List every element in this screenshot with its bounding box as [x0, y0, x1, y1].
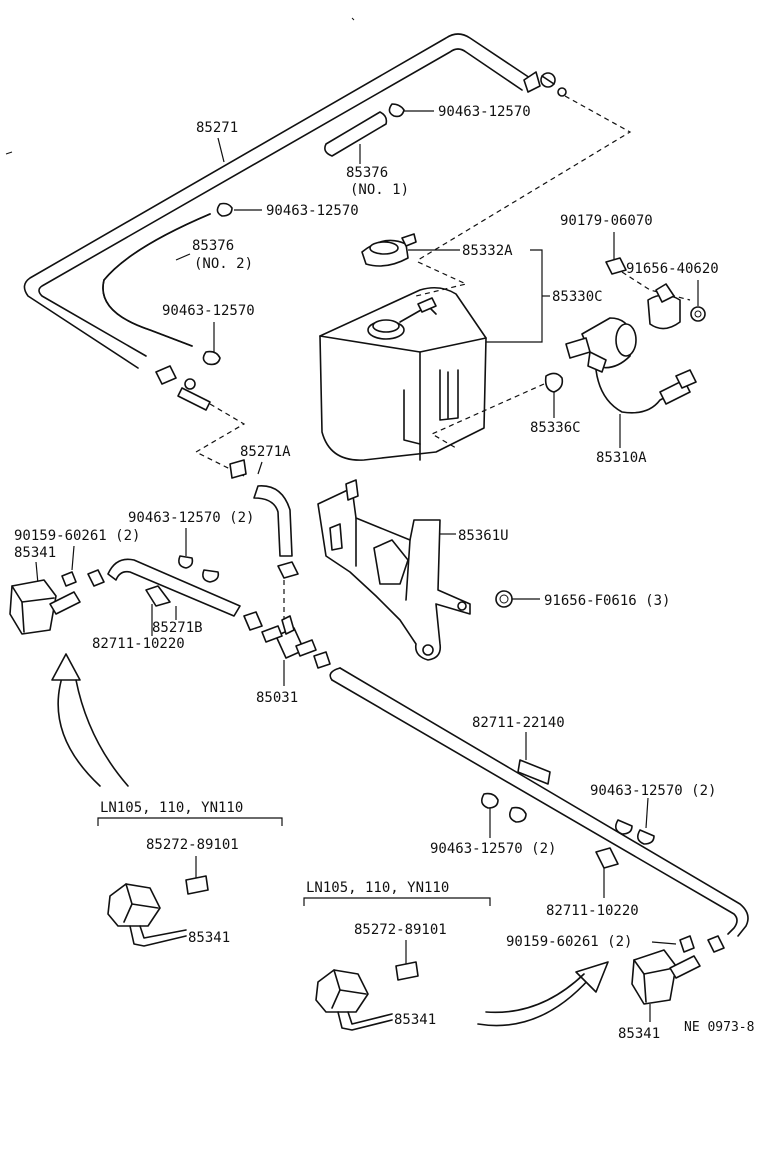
label-85310A: 85310A — [596, 450, 647, 466]
hose-85271B — [107, 558, 241, 617]
label-85271B: 85271B — [152, 620, 203, 636]
stray-mark-b — [351, 17, 355, 21]
clip-85272-b — [395, 961, 419, 981]
label-85271A: 85271A — [240, 444, 291, 460]
hose-lower-long — [329, 667, 749, 937]
hose-85376-no2 — [102, 213, 211, 347]
label-90463-12570-c: 90463-12570 — [162, 303, 255, 319]
label-85272-89101-a: 85272-89101 — [146, 837, 239, 853]
clamp-right-nozzle — [707, 935, 725, 953]
label-85341-b: 85341 — [188, 930, 230, 946]
label-82711-10220-b: 82711-10220 — [546, 903, 639, 919]
hose-85376-no1 — [324, 111, 388, 164]
nozzle-85341-variant-a — [107, 883, 187, 947]
nozzle-85341-left — [9, 579, 81, 635]
arrow-right-curve — [477, 977, 591, 1027]
label-85361U: 85361U — [458, 528, 509, 544]
plug-85031 — [277, 561, 299, 579]
clamp-85271A — [229, 459, 247, 479]
label-variant-b: LN105, 110, YN110 — [306, 880, 449, 896]
clamp-lower-b — [508, 806, 527, 823]
bolt-91656-F0616 — [495, 590, 513, 608]
label-85376-no2-sub: (NO. 2) — [194, 256, 253, 272]
figure-code: NE 0973-8 — [684, 1020, 754, 1035]
clamp-lower-a — [480, 792, 499, 809]
washer-tank-85330C — [319, 286, 487, 461]
hose-85271 — [23, 33, 541, 369]
label-91656-F0616: 91656-F0616 (3) — [544, 593, 670, 609]
clamp-mid-b — [202, 569, 220, 583]
clip-82711-a — [145, 585, 171, 607]
label-85376-no2: 85376 — [192, 238, 234, 254]
grommet-85336C — [544, 372, 564, 393]
label-90463-12570-2b: 90463-12570 (2) — [430, 841, 556, 857]
check-valve-left — [61, 571, 77, 587]
clip-82711-22140 — [517, 759, 551, 785]
label-82711-22140: 82711-22140 — [472, 715, 565, 731]
clamp-upper-right — [540, 72, 567, 97]
variant-a-bracket — [97, 817, 283, 826]
clip-82711-b — [595, 847, 619, 869]
label-90463-12570-2a: 90463-12570 (2) — [128, 510, 254, 526]
dash-left — [194, 403, 246, 477]
label-90159-60261-2a: 90159-60261 (2) — [14, 528, 140, 544]
label-85376-no1: 85376 — [346, 165, 388, 181]
label-variant-a: LN105, 110, YN110 — [100, 800, 243, 816]
nut-90179 — [605, 257, 627, 275]
bolt-91656-40620 — [690, 306, 706, 322]
joint-85031 — [261, 615, 317, 659]
label-85272-89101-b: 85272-89101 — [354, 922, 447, 938]
stray-mark-a — [5, 151, 13, 155]
clamp-joint-left — [243, 611, 263, 631]
label-90179-06070: 90179-06070 — [560, 213, 653, 229]
nozzle-85341-variant-b — [315, 969, 393, 1031]
clamp-joint-right — [313, 651, 331, 669]
label-85271: 85271 — [196, 120, 238, 136]
label-85341-c: 85341 — [394, 1012, 436, 1028]
dash-upper-right — [417, 95, 632, 261]
clamp-mid-a — [178, 555, 194, 569]
label-90159-60261-2b: 90159-60261 (2) — [506, 934, 632, 950]
arrow-left-curve — [57, 665, 101, 787]
label-85341-d: 85341 — [618, 1026, 660, 1042]
arrow-left-head — [51, 653, 81, 681]
variant-b-bracket — [303, 897, 491, 906]
label-90463-12570-a: 90463-12570 — [438, 104, 531, 120]
clamp-lower-c — [614, 819, 633, 835]
clamp-lower-d — [636, 829, 655, 845]
check-valve-right — [679, 935, 695, 953]
label-85336C: 85336C — [530, 420, 581, 436]
label-90463-12570-b: 90463-12570 — [266, 203, 359, 219]
bracket-85361U — [317, 479, 471, 661]
clamp-90463-upper — [388, 103, 434, 118]
cap-85332A — [361, 233, 417, 267]
clamp-left-nozzle — [87, 569, 105, 587]
connector-left-upper — [155, 365, 211, 411]
clip-85272-a — [185, 875, 209, 895]
clamp-90463-second — [216, 202, 262, 217]
label-85332A: 85332A — [462, 243, 513, 259]
label-90463-12570-2c: 90463-12570 (2) — [590, 783, 716, 799]
bracket-85330C — [486, 249, 543, 343]
label-85330C: 85330C — [552, 289, 603, 305]
hose-85271A — [253, 485, 293, 557]
pump-85310A — [565, 317, 697, 414]
label-85376-no1-sub: (NO. 1) — [350, 182, 409, 198]
label-91656-40620: 91656-40620 — [626, 261, 719, 277]
clamp-90463-third — [202, 350, 221, 366]
nozzle-85341-right — [631, 949, 701, 1005]
arrow-right-head — [575, 961, 609, 993]
label-82711-10220-a: 82711-10220 — [92, 636, 185, 652]
label-85341-a: 85341 — [14, 545, 56, 561]
label-85031: 85031 — [256, 690, 298, 706]
